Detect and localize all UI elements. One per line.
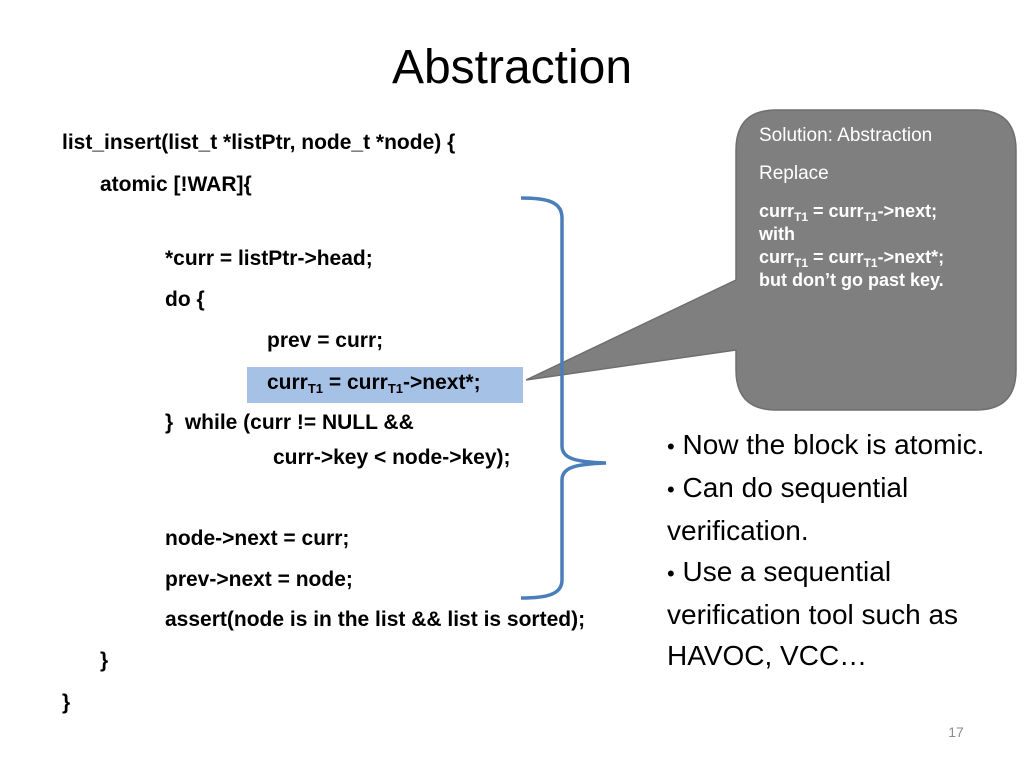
callout-bubble [525,109,1017,411]
expr-token: = curr [808,247,864,267]
expr-token: ->next*; [877,247,945,267]
code-token: = curr [323,371,388,394]
code-line-while-cond: curr->key < node->key); [273,446,511,469]
code-line-assert: assert(node is in the list && list is so… [165,608,586,631]
bullet-list: • Now the block is atomic. • Can do sequ… [667,424,1007,676]
expr-subscript: T1 [863,256,878,270]
slide-title: Abstraction [391,41,633,94]
expr-token: ->next; [877,201,938,221]
code-subscript: T1 [307,381,324,396]
bullet-text: Can do sequential verification. [667,472,909,546]
expr-token: = curr [808,201,864,221]
callout-note: but don’t go past key. [759,270,944,290]
callout-heading: Solution: Abstraction [759,125,933,146]
code-line-do: do { [165,288,205,311]
code-line-close-function: } [62,691,71,714]
expr-token: curr [759,247,795,267]
right-brace [520,196,607,600]
expr-subscript: T1 [863,210,878,224]
page-number: 17 [948,724,964,740]
expr-token: curr [759,201,795,221]
expr-subscript: T1 [794,256,809,270]
code-line-curr-init: *curr = listPtr->head; [165,247,373,270]
bullet-dot-icon: • [667,561,675,586]
expr-subscript: T1 [794,210,809,224]
callout-text: Solution: Abstraction Replace currT1 = c… [759,124,999,292]
code-token: curr [267,371,308,394]
code-line-curr-next: currT1 = currT1->next*; [267,370,481,396]
code-line-node-next: node->next = curr; [165,527,350,550]
callout-with-label: with [759,224,795,244]
code-line-close-atomic: } [100,649,109,672]
callout-replace-label: Replace [759,163,829,184]
code-line-atomic: atomic [!WAR]{ [100,173,252,196]
code-token: ->next*; [403,371,481,394]
code-subscript: T1 [387,381,403,396]
bullet-item: • Can do sequential verification. [667,467,1007,551]
code-line-while: } while (curr != NULL && [165,411,414,434]
bullet-text: Now the block is atomic. [682,429,985,460]
callout-expr-original: currT1 = currT1->next; [759,200,999,223]
bullet-dot-icon: • [667,434,675,459]
bullet-dot-icon: • [667,477,675,502]
bullet-text: Use a sequential verification tool such … [667,556,959,671]
code-line-prev-next: prev->next = node; [165,568,353,591]
code-line-signature: list_insert(list_t *listPtr, node_t *nod… [62,131,456,154]
callout-expr-replacement: currT1 = currT1->next*; [759,246,999,269]
bullet-item: • Use a sequential verification tool suc… [667,551,1007,676]
code-line-prev-assign: prev = curr; [267,329,384,352]
bullet-item: • Now the block is atomic. [667,424,1007,467]
code-highlight [247,367,523,403]
